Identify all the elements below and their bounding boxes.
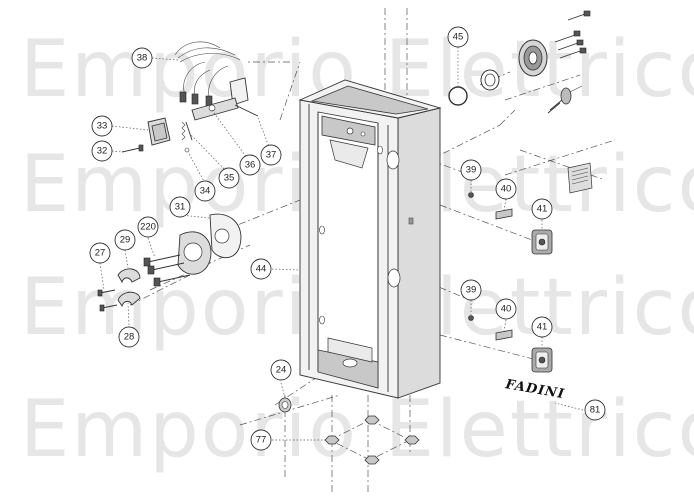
assembly-guide-lines <box>129 8 616 495</box>
svg-text:27: 27 <box>95 248 106 259</box>
o-ring <box>448 86 468 106</box>
callout-29: 29 <box>114 229 136 251</box>
svg-text:39: 39 <box>466 285 477 296</box>
callout-27: 27 <box>89 242 111 264</box>
screws-27 <box>97 289 118 312</box>
callout-32: 32 <box>91 140 113 162</box>
cam-29 <box>117 268 141 284</box>
callout-77: 77 <box>250 429 272 451</box>
fadini-logo: FADINI <box>503 377 566 402</box>
callout-40-lower: 40 <box>495 298 517 320</box>
spacer-40-upper <box>495 208 513 220</box>
svg-text:220: 220 <box>140 222 156 233</box>
callout-40-upper: 40 <box>495 178 517 200</box>
callout-39-lower: 39 <box>460 279 482 301</box>
svg-text:36: 36 <box>245 160 256 171</box>
callout-220: 220 <box>137 216 159 238</box>
svg-text:45: 45 <box>453 32 464 43</box>
svg-text:41: 41 <box>537 322 548 333</box>
callout-35: 35 <box>218 167 240 189</box>
svg-text:40: 40 <box>501 304 512 315</box>
svg-text:31: 31 <box>175 202 186 213</box>
callout-41-upper: 41 <box>531 198 553 220</box>
svg-text:34: 34 <box>200 186 211 197</box>
callout-44: 44 <box>250 258 272 280</box>
callout-34: 34 <box>194 180 216 202</box>
screw-39-upper <box>468 192 474 198</box>
svg-text:77: 77 <box>256 435 267 446</box>
callout-39-upper: 39 <box>460 159 482 181</box>
svg-text:81: 81 <box>590 405 601 416</box>
svg-text:33: 33 <box>97 121 108 132</box>
callout-28: 28 <box>118 326 140 348</box>
photocell-41-lower <box>531 347 553 373</box>
svg-text:24: 24 <box>276 365 287 376</box>
callout-36: 36 <box>239 154 261 176</box>
screw-32 <box>121 144 144 153</box>
bolts-220 <box>143 254 191 287</box>
photocell-41-upper <box>531 229 553 255</box>
switch-cover <box>147 117 171 146</box>
callout-41-lower: 41 <box>531 316 553 338</box>
svg-text:32: 32 <box>97 146 108 157</box>
svg-text:29: 29 <box>120 235 131 246</box>
limit-switch-bracket <box>191 77 259 121</box>
cable-gland <box>547 85 583 114</box>
mounting-plates-31 <box>177 213 242 275</box>
callout-33: 33 <box>91 115 113 137</box>
callout-81: 81 <box>584 399 606 421</box>
callout-37: 37 <box>260 144 282 166</box>
svg-text:28: 28 <box>124 332 135 343</box>
cable-harness <box>174 41 241 107</box>
cam-28 <box>117 291 141 308</box>
svg-text:37: 37 <box>266 150 277 161</box>
svg-text:44: 44 <box>256 264 267 275</box>
svg-text:FADINI: FADINI <box>503 377 566 402</box>
svg-text:40: 40 <box>501 184 512 195</box>
nuts-77 <box>324 415 420 465</box>
spring-pin <box>181 121 193 153</box>
ring-seal <box>480 69 500 91</box>
callout-24: 24 <box>270 359 292 381</box>
callout-31: 31 <box>169 196 191 218</box>
svg-text:38: 38 <box>137 53 148 64</box>
spacer-40-lower <box>495 329 513 341</box>
leader-lines <box>99 47 584 441</box>
watermark-line-4: Emporio Elettrico <box>20 385 694 475</box>
svg-text:39: 39 <box>466 165 477 176</box>
screw-39-lower <box>468 315 474 321</box>
rating-label <box>567 162 593 194</box>
svg-text:41: 41 <box>537 204 548 215</box>
callout-45: 45 <box>447 26 469 48</box>
column-housing <box>298 79 442 399</box>
svg-text:35: 35 <box>224 173 235 184</box>
grommet-24 <box>278 397 292 413</box>
lens-flange <box>518 10 591 77</box>
callout-38: 38 <box>131 47 153 69</box>
